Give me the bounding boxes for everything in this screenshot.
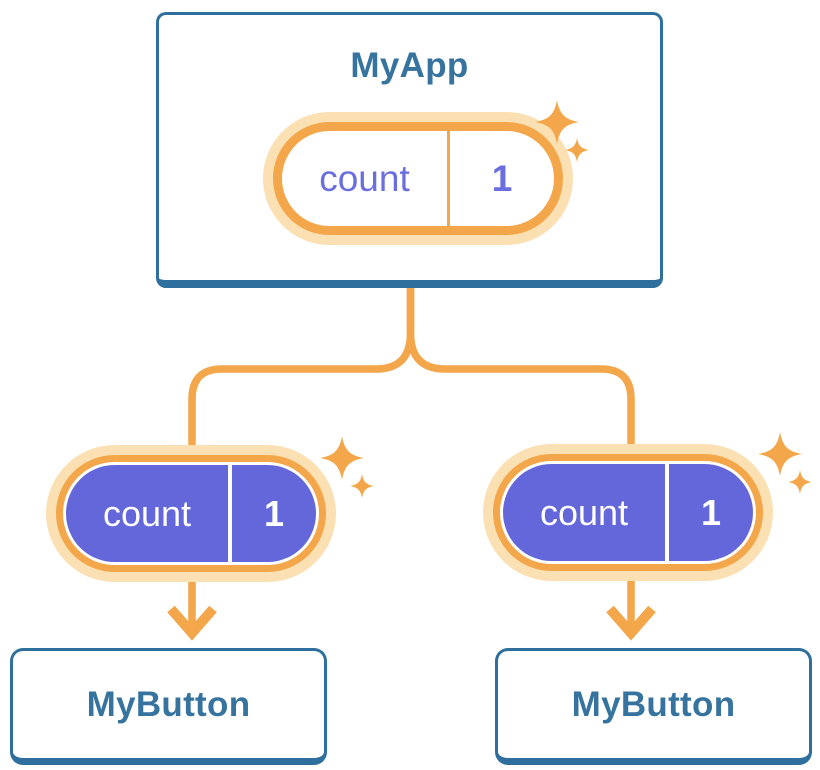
pill-body: count 1 — [282, 131, 554, 226]
pill-body: count 1 — [500, 461, 756, 564]
arrowhead-right-icon — [606, 605, 656, 641]
pill-inner: count 1 — [66, 465, 316, 562]
state-name-label: count — [102, 492, 192, 534]
pill-divider — [228, 465, 232, 562]
component-title-mybutton-left: MyButton — [86, 684, 251, 724]
sparkle-large-icon — [758, 432, 802, 476]
pill-divider — [665, 464, 669, 561]
sparkle-large-icon — [320, 436, 364, 480]
pill-divider — [447, 131, 450, 226]
pill-ring: count 1 — [56, 455, 326, 572]
sparkles-icon — [320, 436, 374, 498]
connector-root-to-right-child — [406, 288, 635, 630]
sparkles-icon — [535, 100, 589, 162]
sparkle-small-icon — [565, 138, 589, 162]
pill-inner: count 1 — [503, 464, 753, 561]
sparkle-small-icon — [350, 474, 374, 498]
component-card-mybutton-left: MyButton — [10, 648, 327, 765]
state-name-label: count — [539, 491, 629, 533]
sparkle-large-icon — [535, 100, 579, 144]
pill-body: count 1 — [63, 462, 319, 565]
state-pill-child-left: count 1 — [46, 445, 336, 582]
component-card-myapp: MyApp count 1 — [156, 12, 663, 288]
arrowhead-left-icon — [167, 605, 217, 641]
pill-ring: count 1 — [493, 454, 763, 571]
sparkle-small-icon — [788, 470, 812, 494]
component-title-myapp: MyApp — [350, 46, 469, 85]
state-value: 1 — [263, 492, 285, 534]
state-name-label: count — [319, 157, 410, 199]
state-pill-root: count 1 — [263, 112, 573, 245]
component-title-mybutton-right: MyButton — [571, 684, 736, 724]
sparkles-icon — [758, 432, 812, 494]
state-pill-child-right: count 1 — [483, 444, 773, 581]
pill-ring: count 1 — [273, 122, 563, 235]
state-value: 1 — [491, 157, 513, 199]
state-value: 1 — [700, 491, 722, 533]
component-card-mybutton-right: MyButton — [495, 648, 812, 765]
